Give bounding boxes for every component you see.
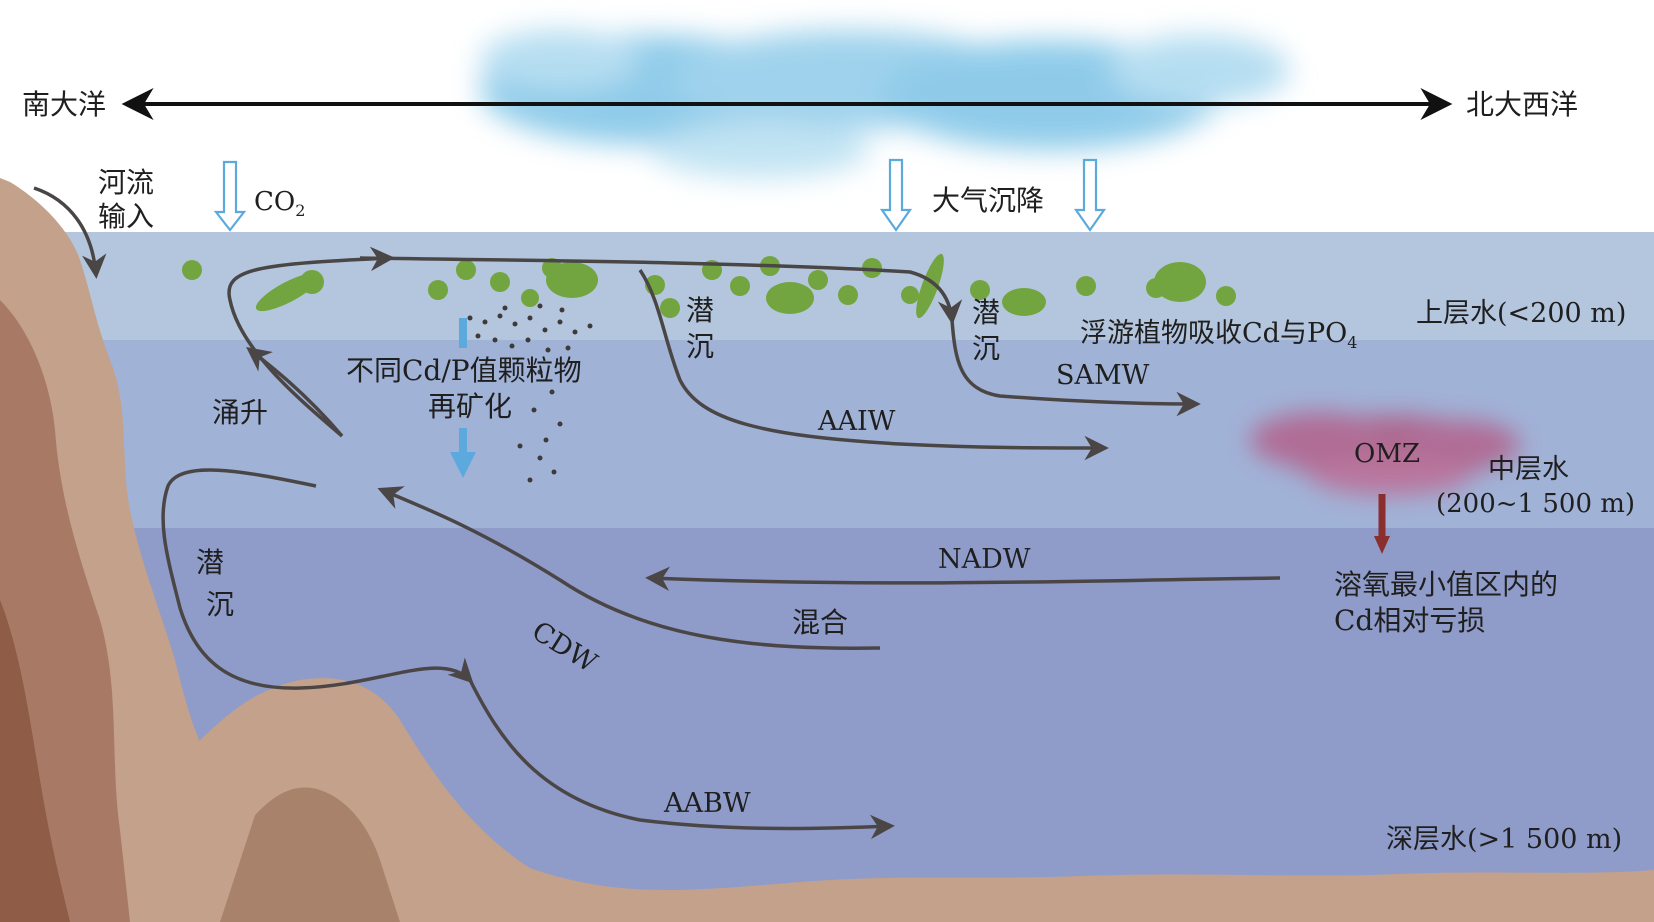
atmospheric-deposition-label: 大气沉降 <box>932 184 1044 217</box>
omz-depletion-arrow-head <box>1374 536 1390 554</box>
upper-water-layer <box>0 232 1654 340</box>
atmos-input-arrow-1 <box>879 158 913 232</box>
river-input-label-1: 河流 <box>98 166 154 199</box>
mixing-cdw-arrow <box>377 486 881 650</box>
omz-region <box>1250 412 1520 495</box>
surface-flow-arrow <box>359 256 963 325</box>
omz-note-label-1: 溶氧最小值区内的 <box>1334 568 1558 601</box>
nadw-label: NADW <box>938 544 1031 575</box>
samw-label: SAMW <box>1056 360 1150 391</box>
upwelling-label: 涌升 <box>212 396 268 429</box>
river-input-arrow <box>33 186 107 279</box>
remineralization-label-2: 再矿化 <box>428 390 512 423</box>
remineralization-arrow-shaft <box>459 428 467 454</box>
axis-left-label: 南大洋 <box>22 88 106 121</box>
sinking-label-c-1: 潜 <box>196 546 224 579</box>
aabw-arrow <box>468 679 895 840</box>
co2-label: CO2 <box>254 187 305 220</box>
upwelling-arrow <box>246 347 344 438</box>
samw-arrow <box>950 319 1201 417</box>
middle-layer-label-1: 中层水 <box>1488 454 1569 485</box>
sinking-label-c-2: 沉 <box>206 588 234 621</box>
mixing-label: 混合 <box>792 606 848 639</box>
sinking-label-a-1: 潜 <box>686 294 714 327</box>
sinking-label-b-1: 潜 <box>972 296 1000 329</box>
atmos-input-arrow-2 <box>1073 158 1107 232</box>
remineralization-arrow-head <box>450 452 476 478</box>
remineralization-label-1: 不同Cd/P值颗粒物 <box>346 354 582 387</box>
deep-sinking-arrow <box>161 468 474 690</box>
circulation-arrows <box>161 246 1281 840</box>
middle-layer-label-2: (200~1 500 m) <box>1436 489 1635 519</box>
nadw-arrow <box>645 566 1281 592</box>
aaiw-arrow <box>638 269 1109 461</box>
sinking-label-b-2: 沉 <box>972 332 1000 365</box>
axis-right-label: 北大西洋 <box>1466 88 1578 121</box>
phytoplankton-uptake-label: 浮游植物吸收Cd与PO4 <box>1080 318 1357 352</box>
upper-layer-label: 上层水(<200 m) <box>1416 298 1626 329</box>
aaiw-label: AAIW <box>817 406 896 437</box>
omz-note-label-2: Cd相对亏损 <box>1334 604 1485 637</box>
continental-rock-deep <box>0 600 70 922</box>
omz-label: OMZ <box>1354 439 1420 469</box>
sinking-particles <box>467 303 593 483</box>
co2-input-arrow <box>213 160 247 232</box>
remineralization-bar <box>459 318 467 348</box>
deep-layer-label: 深层水(>1 500 m) <box>1386 824 1622 855</box>
river-input-label-2: 输入 <box>98 200 154 233</box>
sinking-label-a-2: 沉 <box>686 330 714 363</box>
upwelling-loop-arrow <box>227 246 395 438</box>
aabw-label: AABW <box>663 788 751 819</box>
